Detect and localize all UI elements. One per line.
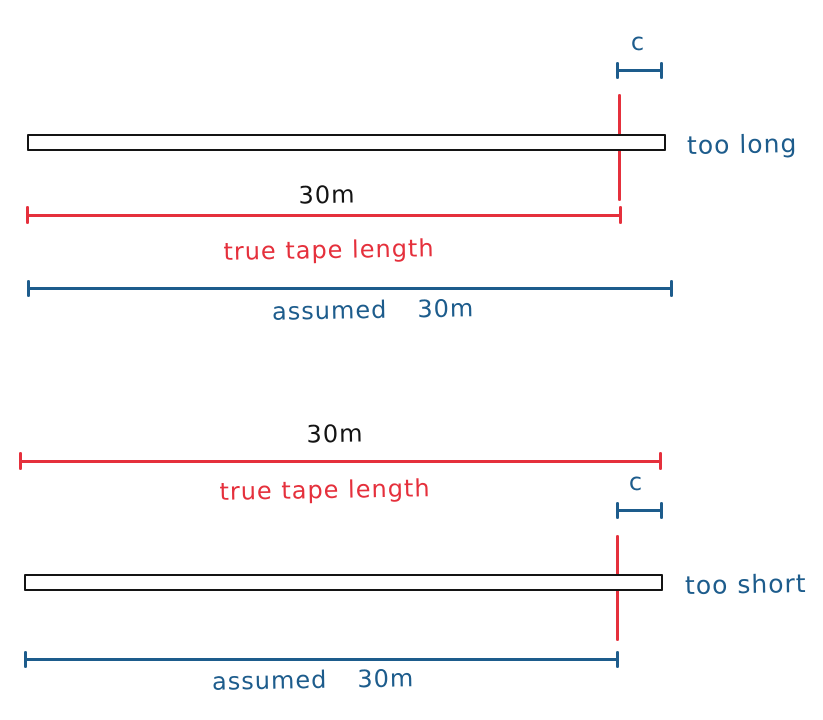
bracket-tick-left (616, 62, 619, 79)
assumed-length-line (27, 280, 673, 297)
dimension-bar (26, 213, 622, 217)
bracket-bar (616, 69, 663, 72)
correction-bracket (616, 502, 663, 519)
true-length-line (19, 452, 662, 470)
tape-bar (27, 134, 666, 151)
assumed-word: assumed (271, 295, 388, 326)
dimension-bar (24, 658, 619, 661)
assumed-value: 30m (417, 294, 475, 324)
assumed-word: assumed (211, 665, 328, 696)
true-length-value: 30m (306, 419, 364, 449)
error-label: too long (686, 129, 798, 160)
true-length-caption: true tape length (219, 474, 431, 506)
tape-bar (24, 574, 663, 591)
dimension-bar (27, 287, 673, 290)
dimension-tick-left (24, 651, 27, 668)
true-length-line (26, 206, 622, 224)
word-gap (387, 317, 417, 318)
dimension-tick-left (27, 280, 30, 297)
bracket-bar (616, 509, 663, 512)
assumed-value: 30m (357, 664, 415, 694)
correction-bracket (616, 62, 663, 79)
dimension-tick-right (616, 651, 619, 668)
correction-label: c (628, 467, 644, 497)
word-gap (327, 687, 357, 688)
dimension-tick-right (659, 452, 662, 470)
bracket-tick-left (616, 502, 619, 519)
error-label: too short (684, 568, 807, 601)
dimension-tick-left (26, 206, 29, 224)
assumed-length-caption: assumed 30m (212, 664, 415, 696)
dimension-tick-right (670, 280, 673, 297)
assumed-length-caption: assumed 30m (272, 294, 475, 326)
correction-label: c (630, 27, 646, 57)
bracket-tick-right (660, 502, 663, 519)
dimension-tick-right (619, 206, 622, 224)
dimension-bar (19, 459, 662, 463)
bracket-tick-right (660, 62, 663, 79)
dimension-tick-left (19, 452, 22, 470)
true-length-caption: true tape length (223, 234, 435, 266)
assumed-length-line (24, 651, 619, 668)
